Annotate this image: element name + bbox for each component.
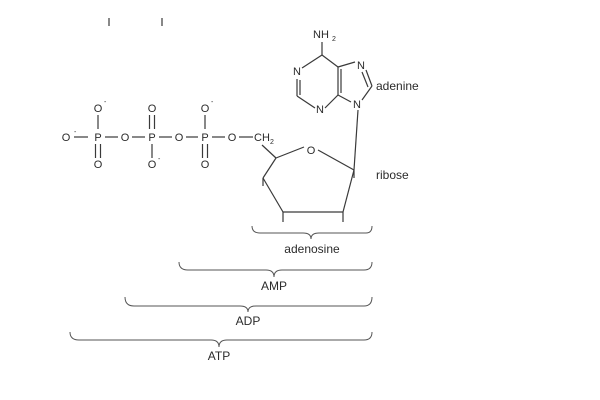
amino-group: NH 2 — [313, 29, 336, 43]
adenine-base: N N NH 2 N N — [293, 29, 373, 116]
svg-text:O: O — [94, 103, 103, 115]
adenine-n3: N — [316, 104, 324, 116]
svg-text:CH: CH — [254, 132, 270, 144]
svg-text:O: O — [148, 159, 157, 171]
svg-text:O: O — [148, 103, 157, 115]
methylene-group: CH 2 — [254, 132, 274, 146]
svg-text:P: P — [201, 132, 208, 144]
atp-label: ATP — [208, 349, 230, 363]
ring-oxygen: O — [307, 145, 316, 157]
amp-label: AMP — [261, 279, 287, 293]
bridging-oxygen-2: O — [175, 132, 184, 144]
svg-text:-: - — [74, 129, 77, 136]
svg-text:O: O — [94, 159, 103, 171]
svg-text:O: O — [201, 159, 210, 171]
adenine-n1: N — [293, 66, 301, 78]
svg-text:P: P — [148, 132, 155, 144]
adp-label: ADP — [236, 314, 261, 328]
adenine-n9: N — [353, 99, 361, 111]
svg-text:O: O — [201, 103, 210, 115]
bridging-oxygen-1: O — [121, 132, 130, 144]
adenosine-brace: adenosine — [251, 225, 373, 256]
ribose-ring: O — [261, 109, 359, 222]
ester-oxygen: O — [228, 132, 237, 144]
svg-text:2: 2 — [332, 36, 336, 43]
beta-phosphate: P O O - — [148, 103, 161, 171]
amp-brace: AMP — [178, 261, 373, 293]
terminal-oxygen-anion: O - — [62, 129, 77, 144]
adp-brace: ADP — [124, 296, 373, 328]
svg-text:P: P — [94, 132, 101, 144]
adenine-n7: N — [357, 60, 365, 72]
svg-text:O: O — [62, 132, 71, 144]
ribose-label: ribose — [376, 168, 409, 182]
atp-brace: ATP — [69, 331, 373, 363]
svg-text:NH: NH — [313, 29, 329, 41]
svg-text:-: - — [158, 156, 161, 163]
svg-text:2: 2 — [270, 139, 274, 146]
adenine-label: adenine — [376, 79, 419, 93]
triphosphate-chain: O - P O - O O P O O - O — [62, 99, 274, 171]
svg-text:-: - — [104, 99, 107, 106]
adenosine-label: adenosine — [284, 242, 340, 256]
alpha-phosphate: P O - O — [201, 99, 214, 171]
gamma-phosphate: P O - O — [94, 99, 107, 171]
stray-marks — [108, 18, 163, 26]
svg-text:-: - — [211, 99, 214, 106]
